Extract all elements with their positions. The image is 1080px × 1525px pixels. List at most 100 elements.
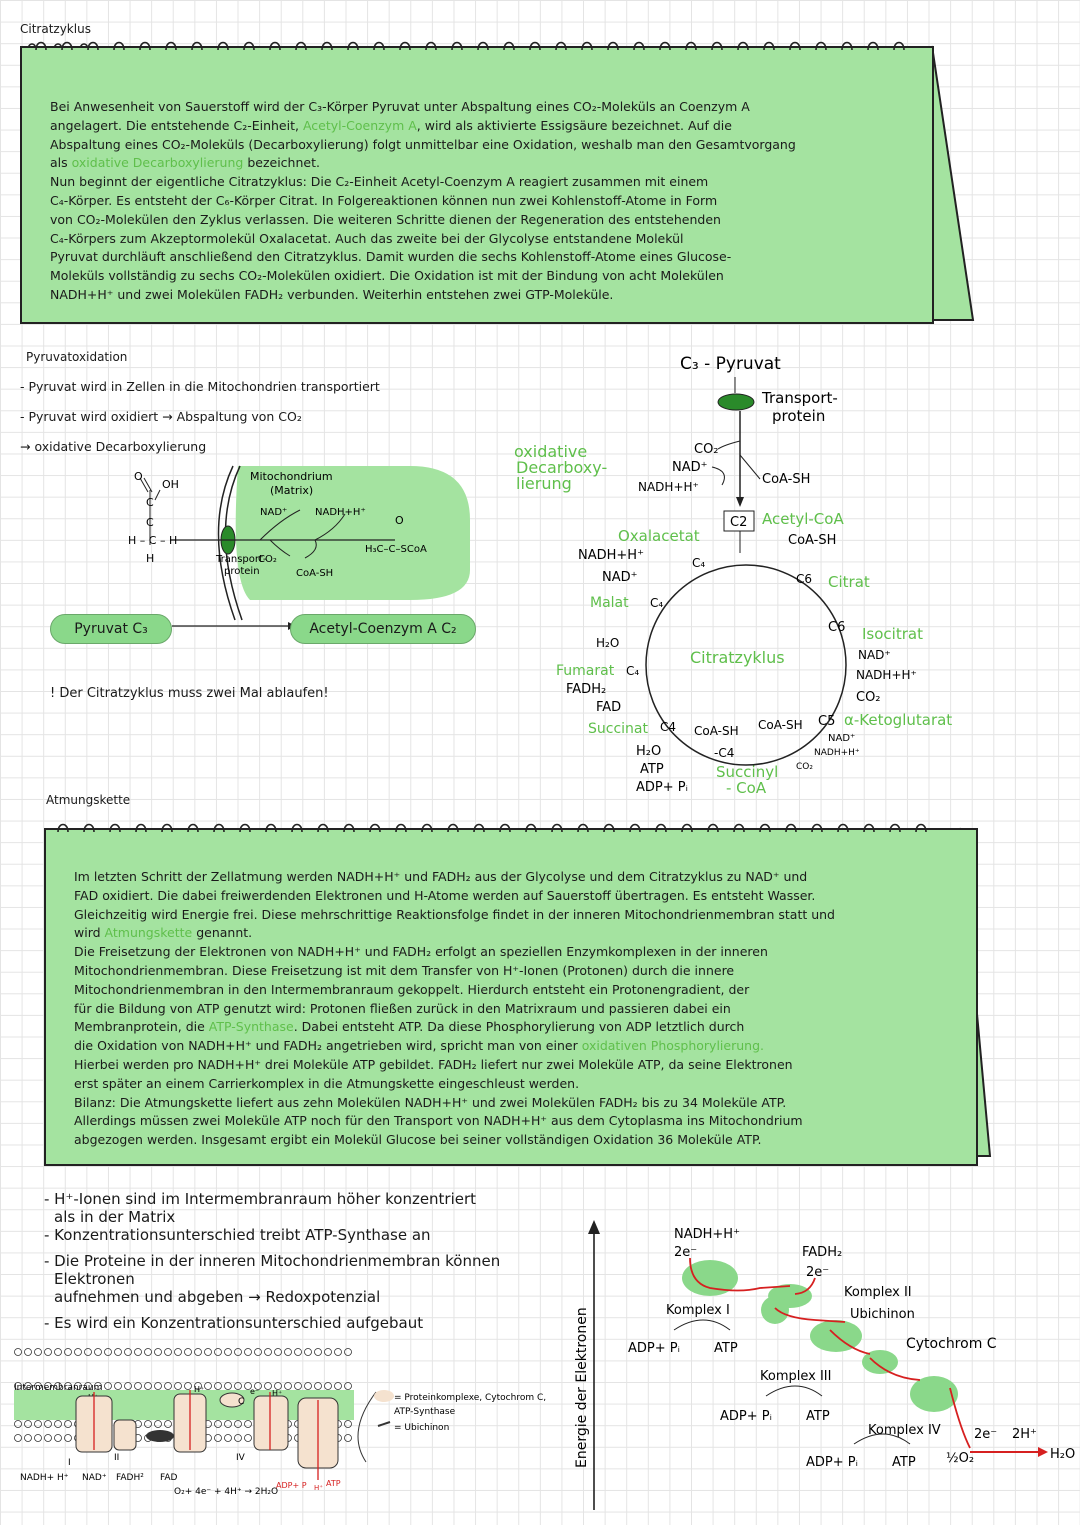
e-label: 2e⁻ bbox=[674, 1245, 697, 1260]
e-label: e⁻ bbox=[250, 1387, 259, 1396]
nad-label: NAD⁺ bbox=[260, 507, 287, 518]
hplus-label: H⁺ bbox=[194, 1385, 204, 1394]
nad3-label: NAD⁺ bbox=[858, 648, 891, 662]
legend-ubi: = Ubichinon bbox=[394, 1423, 449, 1433]
nadh3-label: NADH+H⁺ bbox=[856, 668, 917, 682]
note-bullet: - Es wird ein Konzentrationsunterschied … bbox=[44, 1314, 424, 1332]
adp-label: ADP+ Pᵢ bbox=[636, 780, 688, 795]
warning-note: ! Der Citratzyklus muss zwei Mal ablaufe… bbox=[50, 686, 329, 701]
note-bullet: - Pyruvat wird in Zellen in die Mitochon… bbox=[20, 379, 380, 394]
acetyl-label: Acetyl-CoA bbox=[762, 510, 844, 528]
protein-label: protein bbox=[224, 566, 260, 577]
roman2-label: II bbox=[114, 1453, 119, 1463]
card2-line: die Oxidation von NADH+H⁺ und FADH₂ ange… bbox=[74, 1038, 764, 1054]
coa-label: - CoA bbox=[726, 779, 767, 797]
ox-label: lierung bbox=[516, 474, 572, 493]
card2-line: abgezogen werden. Insgesamt ergibt ein M… bbox=[74, 1132, 762, 1148]
note-bullet: aufnehmen und abgeben → Redoxpotenzial bbox=[54, 1288, 381, 1306]
coash-label: CoA-SH bbox=[296, 568, 333, 579]
c4-label: C₄ bbox=[626, 664, 639, 678]
atp-label: ATP bbox=[640, 762, 664, 777]
note-bullet: Elektronen bbox=[54, 1270, 135, 1288]
c5-label: C5 bbox=[818, 714, 835, 729]
c4-label: C₄ bbox=[650, 596, 663, 610]
isocitrat-label: Isocitrat bbox=[862, 625, 923, 643]
ox-label: oxidative bbox=[514, 442, 587, 461]
card1-line: Moleküls vollständig zu sechs CO₂-Molekü… bbox=[50, 268, 724, 284]
hplus-label: H⁺ bbox=[314, 1484, 323, 1492]
nad-label: NAD⁺ bbox=[672, 460, 708, 475]
card1-line: von CO₂-Molekülen den Zyklus verlassen. … bbox=[50, 211, 721, 227]
card1-line: Pyruvat durchläuft anschließend den Citr… bbox=[50, 249, 732, 265]
fadh2-label: FADH₂ bbox=[566, 682, 606, 697]
c6-label: C6 bbox=[828, 620, 845, 635]
co2-label: CO₂ bbox=[856, 690, 881, 705]
c6-label: C6 bbox=[796, 572, 812, 586]
adp-label: ADP+ Pᵢ bbox=[628, 1341, 680, 1356]
coash3-label: CoA-SH bbox=[694, 724, 739, 738]
c-label: C bbox=[146, 516, 154, 529]
k1-label: Komplex I bbox=[666, 1303, 730, 1318]
atmungskette-title: Atmungskette bbox=[46, 793, 131, 807]
product-label: H₃C–C–SCoA bbox=[365, 544, 427, 555]
nadh-label: NADH+H⁺ bbox=[638, 480, 699, 494]
hp-label: 2H⁺ bbox=[1012, 1427, 1037, 1442]
adp-label: ADP+ Pᵢ bbox=[720, 1409, 772, 1424]
citrate-cycle: C₃ - Pyruvat Transport- protein oxidativ… bbox=[514, 354, 952, 797]
succinat-label: Succinat bbox=[588, 721, 648, 737]
card1-line: NADH+H⁺ und zwei Molekülen FADH₂ verbund… bbox=[50, 286, 614, 302]
card2-line: für die Bildung von ATP genutzt wird: Pr… bbox=[74, 1000, 731, 1016]
page-title: Citratzyklus bbox=[20, 22, 91, 36]
card1-line: Bei Anwesenheit von Sauerstoff wird der … bbox=[50, 99, 750, 114]
roman4-label: IV bbox=[236, 1453, 246, 1463]
ox-label: Decarboxy- bbox=[516, 458, 607, 477]
note-bullet: - Pyruvat wird oxidiert → Abspaltung von… bbox=[20, 409, 302, 424]
co2-label: CO₂ bbox=[258, 554, 277, 565]
co2-label: CO₂ bbox=[694, 442, 719, 457]
pyruvat-title: Pyruvatoxidation bbox=[26, 350, 128, 364]
hch-label: H – C – H bbox=[128, 534, 177, 547]
card1-line: Nun beginnt der eigentliche Citratzyklus… bbox=[50, 174, 709, 190]
citratzyklus-card: Bei Anwesenheit von Sauerstoff wird der … bbox=[20, 46, 934, 324]
nad2-label: NAD⁺ bbox=[602, 570, 638, 585]
matrix-label: (Matrix) bbox=[270, 484, 313, 497]
succinyl-label: Succinyl bbox=[716, 763, 778, 781]
nad-label: NAD⁺ bbox=[82, 1473, 107, 1483]
nadh-label: NADH+H⁺ bbox=[674, 1227, 740, 1242]
c4-label: C4 bbox=[660, 720, 676, 734]
atmungskette-card: Im letzten Schritt der Zellatmung werden… bbox=[44, 828, 978, 1166]
fadh-label: FADH² bbox=[116, 1473, 144, 1483]
pyruvat-label: C₃ - Pyruvat bbox=[680, 354, 781, 374]
e-label: 2e⁻ bbox=[974, 1427, 997, 1442]
pyruvat-pill: Pyruvat C₃ bbox=[50, 614, 172, 644]
h2o-label: H₂O bbox=[636, 744, 661, 759]
acetyl-pill: Acetyl-Coenzym A C₂ bbox=[290, 614, 476, 644]
fadh2-label: FADH₂ bbox=[802, 1245, 842, 1260]
card2-line: Membranprotein, die ATP-Synthase. Dabei … bbox=[74, 1019, 745, 1035]
card2-line: Mitochondrienmembran. Diese Freisetzung … bbox=[74, 962, 735, 978]
mito-label: Mitochondrium bbox=[250, 470, 333, 483]
note-bullet: - Die Proteine in der inneren Mitochondr… bbox=[44, 1252, 501, 1270]
legend-proteins: = Proteinkomplexe, Cytochrom C, bbox=[394, 1393, 546, 1403]
fumarat-label: Fumarat bbox=[556, 663, 615, 679]
energy-axis-label: Energie der Elektronen bbox=[574, 1307, 590, 1468]
card1-line: C₄-Körpers zum Akzeptormolekül Oxalaceta… bbox=[50, 230, 684, 246]
pyruvat-notes: - Pyruvat wird in Zellen in die Mitochon… bbox=[20, 372, 380, 462]
fad-label: FAD bbox=[160, 1473, 178, 1483]
nad4-label: NAD⁺ bbox=[828, 733, 855, 744]
malat-label: Malat bbox=[590, 595, 629, 611]
hplus-label: H⁺ bbox=[272, 1389, 282, 1398]
oh-label: OH bbox=[162, 478, 179, 491]
card1-line: angelagert. Die entstehende C₂-Einheit, … bbox=[50, 117, 732, 133]
coash4-label: CoA-SH bbox=[758, 718, 803, 732]
k4-label: Komplex IV bbox=[868, 1423, 941, 1438]
card1-line: als oxidative Decarboxylierung bezeichne… bbox=[50, 155, 320, 171]
k2-label: Komplex II bbox=[844, 1285, 912, 1300]
card2-line: Hierbei werden pro NADH+H⁺ drei Moleküle… bbox=[74, 1056, 793, 1072]
fad-label: FAD bbox=[596, 700, 621, 715]
atp-label: ATP bbox=[714, 1341, 738, 1356]
card2-line: erst später an einem Carrierkomplex in d… bbox=[74, 1075, 580, 1091]
center-label: Citratzyklus bbox=[690, 648, 785, 667]
note-bullet: als in der Matrix bbox=[54, 1208, 176, 1226]
legend-atp: ATP-Synthase bbox=[394, 1407, 456, 1417]
